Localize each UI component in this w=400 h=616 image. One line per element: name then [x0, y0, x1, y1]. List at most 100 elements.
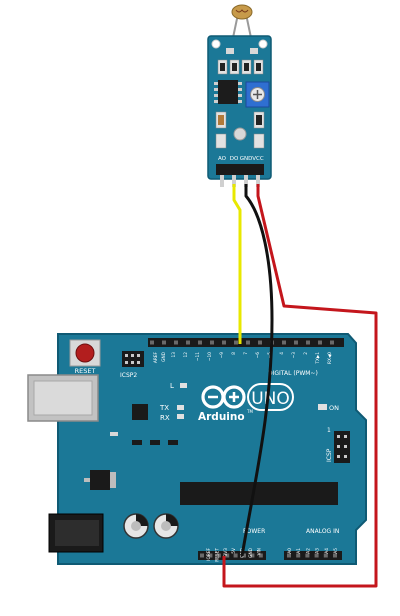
chip-pins	[214, 82, 242, 103]
header-hole	[150, 340, 154, 345]
led-on-label: ON	[329, 404, 339, 412]
header-hole	[318, 340, 322, 345]
wires	[222, 184, 378, 588]
analog-pin-label: A4	[324, 548, 330, 554]
digital-pin-label: RX◀0	[327, 352, 333, 364]
reset-label: RESET	[75, 367, 96, 375]
digital-pin-label: ~9	[219, 352, 225, 359]
digital-pin-label: 4	[279, 352, 285, 355]
led-l-label: L	[170, 382, 174, 390]
gnd-digital-label: GND	[161, 351, 167, 362]
reset-button-cap	[75, 343, 95, 363]
icsp-label: ICSP	[326, 448, 333, 462]
digital-label: DIGITAL (PWM~)	[268, 370, 318, 377]
sensor-pin-header	[216, 164, 264, 175]
analog-label: ANALOG IN	[306, 528, 339, 535]
header-hole	[216, 553, 221, 558]
trademark-label: TM	[246, 409, 253, 414]
light-sensor-module: AO DO GND VCC	[207, 4, 272, 187]
smd-resistor-body	[220, 63, 225, 71]
header-hole	[186, 340, 190, 345]
usb-connector-face	[33, 380, 93, 416]
capacitor	[123, 513, 149, 539]
wire-ground	[240, 184, 274, 557]
header-hole	[305, 553, 310, 558]
smd-part	[168, 440, 178, 445]
analog-header-holes	[287, 553, 337, 558]
icsp2-header	[122, 351, 144, 367]
analog-pin-label: A2	[305, 548, 311, 554]
header-hole	[210, 340, 214, 345]
header-hole	[258, 340, 262, 345]
voltage-regulator	[90, 470, 110, 490]
power-pin-label: 5V	[231, 548, 237, 554]
header-hole	[222, 340, 226, 345]
smd-capacitor-body	[218, 115, 224, 125]
led-rx	[177, 414, 184, 419]
digital-pin-label: 2	[303, 352, 309, 355]
digital-pin-label: ~11	[195, 352, 201, 361]
wire-signal-do	[232, 184, 242, 344]
model-label: UNO	[251, 389, 290, 409]
header-hole	[200, 553, 204, 558]
icsp-header	[334, 431, 350, 463]
digital-pin-label: TX▶1	[315, 352, 321, 365]
smd-part	[150, 440, 160, 445]
header-hole	[306, 340, 310, 345]
power-pin-label: IOREF	[206, 547, 212, 560]
header-hole	[233, 553, 238, 558]
led-tx-label: TX	[159, 404, 169, 412]
smd-part	[132, 440, 142, 445]
analog-pin-label: A3	[315, 548, 321, 554]
smd-resistor-body	[256, 115, 262, 125]
header-hole	[333, 553, 337, 558]
header-hole	[234, 340, 238, 345]
led-rx-label: RX	[160, 414, 170, 422]
analog-pin-label: A1	[296, 548, 302, 554]
sensor-header-pins	[220, 175, 260, 187]
power-pin-label: 3V3	[223, 548, 229, 557]
microcontroller-chip	[180, 482, 338, 505]
header-hole	[208, 553, 213, 558]
header-hole	[287, 553, 291, 558]
power-pin-label: VIN	[256, 548, 262, 555]
power-pin-label: GND	[248, 547, 254, 558]
ldr-pad	[226, 48, 234, 54]
power-pin-label: RESET	[214, 548, 220, 562]
digital-pin-label: ~6	[255, 352, 261, 359]
digital-pin-label: 13	[171, 352, 177, 358]
power-label: POWER	[243, 528, 265, 535]
digital-pin-label: ~10	[207, 352, 213, 361]
smd-led	[253, 133, 265, 149]
arduino-logo	[201, 385, 246, 409]
power-header-holes	[200, 553, 263, 558]
sensor-pin-label-do: DO	[230, 156, 239, 162]
mount-hole	[258, 39, 268, 49]
smd-part	[110, 432, 118, 436]
sensor-pin-label-vcc: VCC	[252, 156, 264, 162]
brand-label: Arduino	[198, 411, 245, 423]
header-hole	[294, 340, 298, 345]
header-hole	[323, 553, 328, 558]
icsp-pin1-label: 1	[327, 427, 331, 434]
regulator-pin	[84, 478, 90, 482]
header-hole	[198, 340, 202, 345]
sensor-pin-label-ao: AO	[218, 156, 227, 162]
smd-resistor-body	[244, 63, 249, 71]
led-l	[180, 383, 187, 388]
usb-chip	[132, 404, 148, 420]
smd-resistor-body	[232, 63, 237, 71]
led-on	[318, 404, 327, 410]
led-tx	[177, 405, 184, 410]
comparator-chip	[218, 80, 238, 104]
wire-power-vcc	[222, 184, 378, 588]
analog-pin-label: A0	[287, 548, 293, 554]
dc-power-jack-face	[55, 520, 99, 546]
board-pcb	[57, 333, 367, 565]
capacitor	[153, 513, 179, 539]
header-hole	[225, 553, 230, 558]
indicator-led	[233, 127, 247, 141]
header-hole	[330, 340, 334, 345]
